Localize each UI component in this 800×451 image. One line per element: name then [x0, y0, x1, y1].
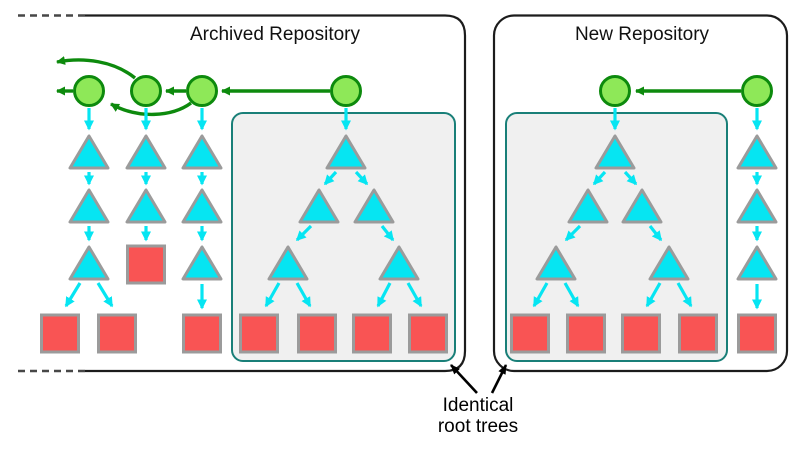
parent-arrow-curved	[56, 56, 137, 80]
blob-node	[297, 313, 337, 354]
blob-node	[510, 313, 550, 354]
blob-node	[621, 313, 661, 354]
blob-node	[408, 313, 448, 354]
tree-node	[648, 245, 690, 281]
tree-edge-arrow	[295, 224, 313, 242]
annotation-arrow-right	[490, 364, 508, 394]
commit-node	[73, 75, 105, 107]
new-repo-title: New Repository	[574, 24, 710, 45]
tree-node	[325, 134, 367, 170]
tree-node	[353, 188, 395, 224]
tree-blob-arrow	[563, 282, 580, 308]
tree-blob-arrow	[406, 282, 423, 308]
blob-node	[239, 313, 279, 354]
blob-node	[126, 244, 166, 285]
parent-arrow-curved	[110, 101, 193, 117]
tree-node	[594, 134, 636, 170]
annotation-label: Identical root trees	[398, 395, 558, 437]
blob-node	[737, 313, 777, 354]
blob-node	[40, 313, 80, 354]
tree-node	[181, 134, 223, 170]
tree-node	[267, 245, 309, 281]
tree-edge-arrow	[592, 170, 607, 186]
tree-edge-arrow	[354, 170, 369, 186]
archived-repo-title: Archived Repository	[189, 24, 361, 45]
tree-blob-arrow	[295, 282, 312, 308]
tree-blob-arrow	[645, 282, 662, 308]
tree-node	[68, 188, 110, 224]
tree-node	[736, 245, 778, 281]
tree-blob-arrow	[264, 282, 281, 308]
tree-node	[567, 188, 609, 224]
tree-edge-arrow	[623, 170, 638, 186]
tree-node	[621, 188, 663, 224]
tree-node	[298, 188, 340, 224]
commit-node	[130, 75, 162, 107]
annotation-line-1: Identical	[442, 395, 514, 416]
commit-node	[186, 75, 218, 107]
tree-blob-arrow	[532, 282, 549, 308]
tree-edge-arrow	[380, 225, 395, 242]
commit-node	[330, 75, 362, 107]
tree-node	[535, 245, 577, 281]
new-repo-box	[492, 14, 789, 373]
blob-node	[182, 313, 222, 354]
tree-node	[125, 188, 167, 224]
tree-blob-arrow	[676, 282, 693, 308]
blob-node	[566, 313, 606, 354]
tree-node	[736, 134, 778, 170]
tree-edge-arrow	[323, 170, 338, 186]
commit-node	[741, 75, 773, 107]
archived-root-tree-highlight	[231, 112, 456, 362]
annotation-line-2: root trees	[437, 416, 519, 437]
tree-node	[736, 188, 778, 224]
tree-edge-arrow	[564, 224, 582, 242]
tree-node	[181, 245, 223, 281]
tree-node	[68, 134, 110, 170]
tree-blob-arrow	[376, 282, 392, 308]
blob-node	[97, 313, 137, 354]
commit-node	[599, 75, 631, 107]
blob-node	[352, 313, 392, 354]
blob-node	[678, 313, 718, 354]
tree-node	[181, 188, 223, 224]
tree-node	[68, 245, 110, 281]
tree-node	[378, 245, 420, 281]
tree-edge-arrow	[648, 225, 663, 242]
annotation-arrow-left	[450, 364, 478, 394]
tree-node	[125, 134, 167, 170]
tree-blob-arrow	[64, 282, 82, 308]
tree-blob-arrow	[96, 282, 114, 308]
